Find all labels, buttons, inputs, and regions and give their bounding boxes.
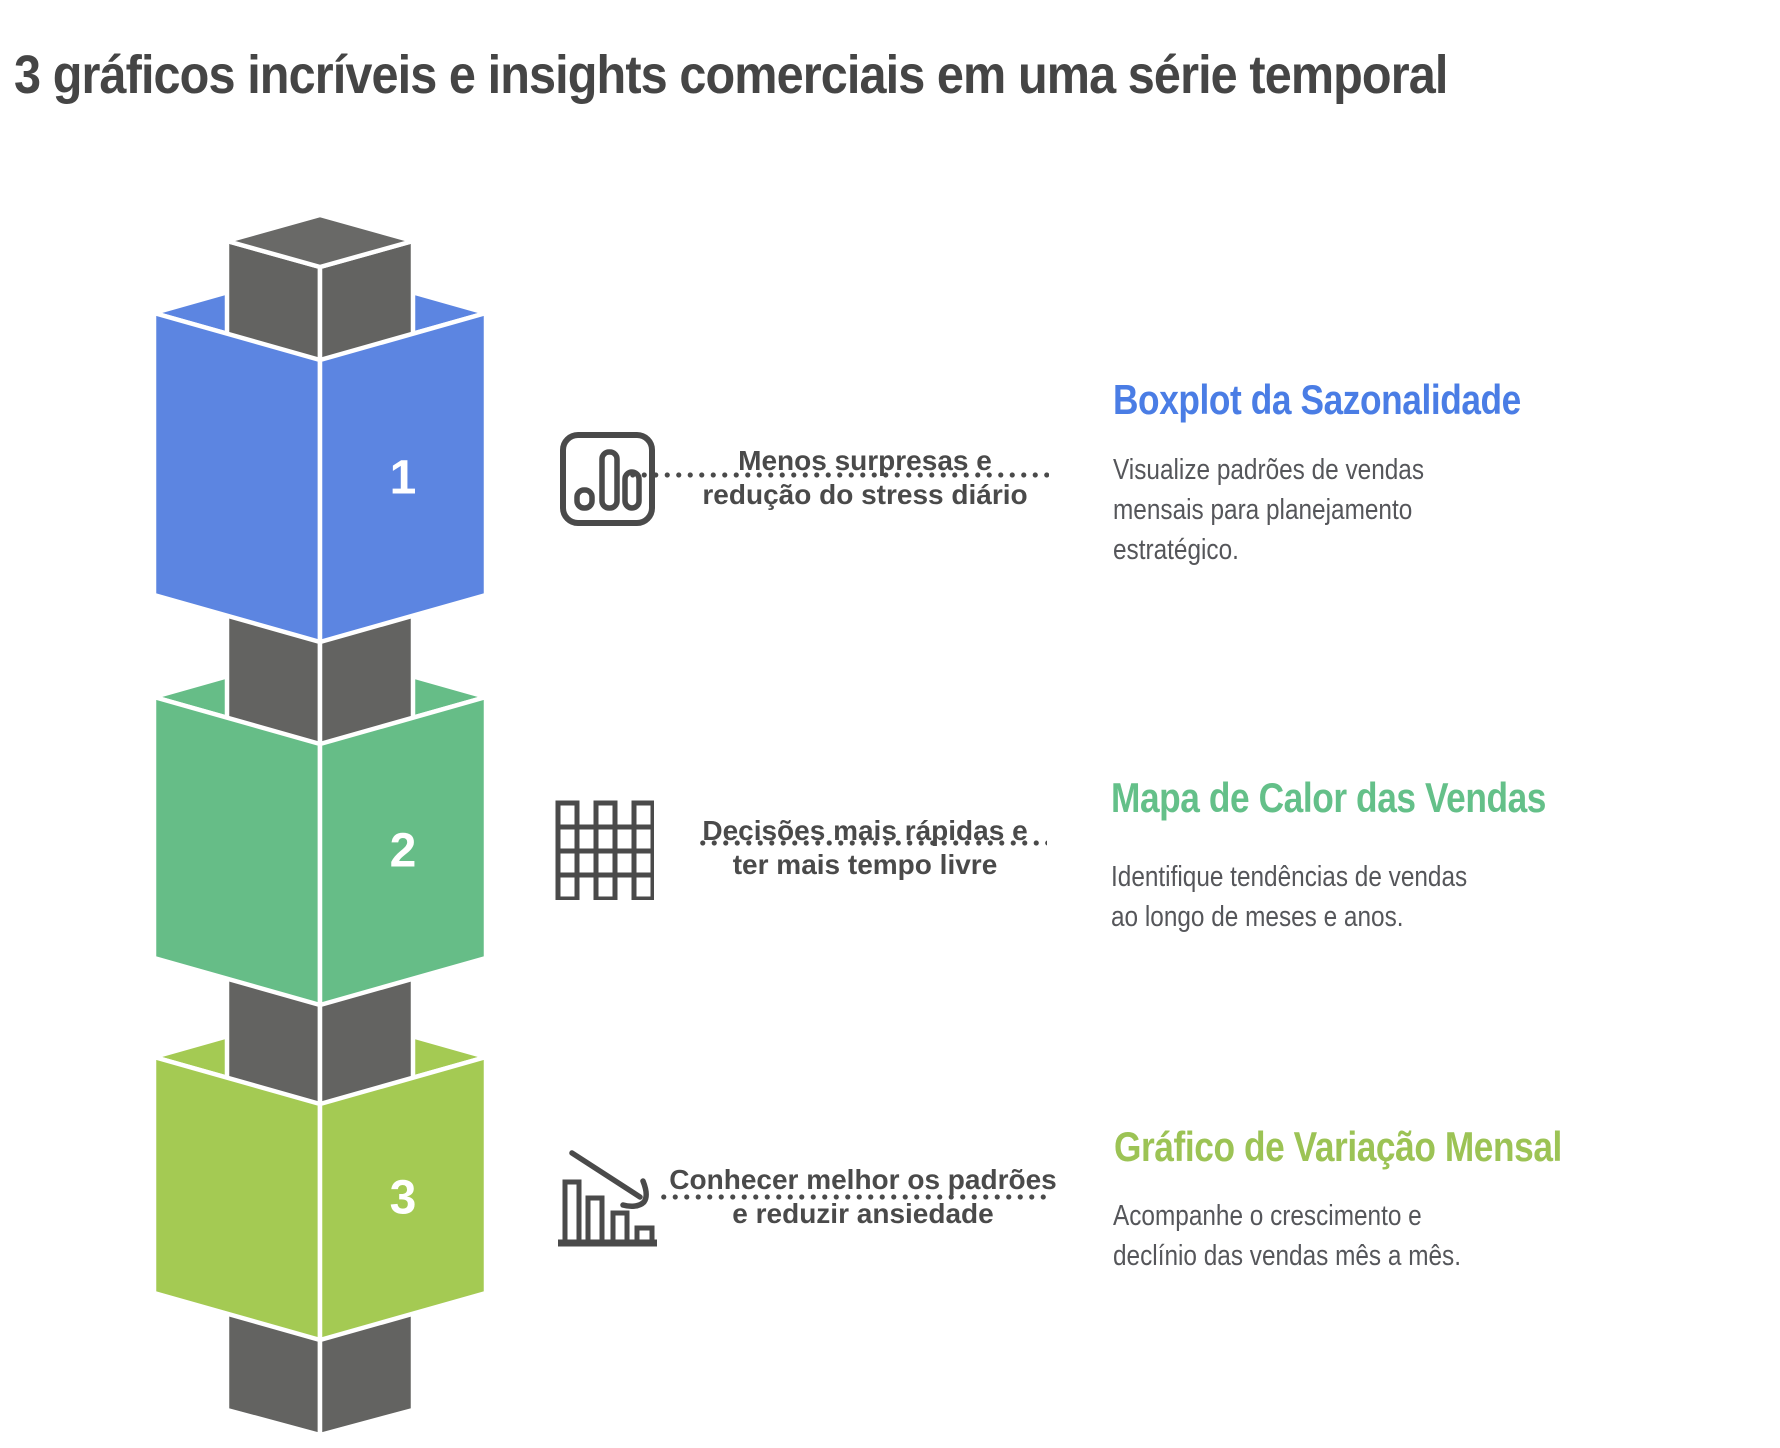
block-3-right-face xyxy=(317,1054,489,1343)
step-1-benefit-text: Menos surpresas e redução do stress diár… xyxy=(702,445,1028,510)
step-1-description: Visualize padrões de vendas mensais para… xyxy=(1113,454,1425,566)
step-3-benefit-text: Conhecer melhor os padrões e reduzir ans… xyxy=(669,1164,1057,1229)
block-2-number: 2 xyxy=(390,825,417,878)
heatmap-grid-icon xyxy=(555,800,654,900)
step-3-heading: Gráfico de Variação Mensal xyxy=(1114,1123,1562,1170)
step-2-dotted-line xyxy=(697,840,1047,846)
step-1-dotted-line xyxy=(627,472,1049,478)
block-1-number: 1 xyxy=(390,452,417,505)
block-3-left-face xyxy=(151,1054,323,1343)
page-title: 3 gráficos incríveis e insights comercia… xyxy=(14,45,1448,106)
pillar-top-face xyxy=(224,212,416,270)
step-2-description: Identifique tendências de vendas ao long… xyxy=(1111,861,1468,933)
step-2-heading: Mapa de Calor das Vendas xyxy=(1111,774,1547,821)
step-1-heading: Boxplot da Sazonalidade xyxy=(1113,376,1521,423)
block-1-left-face xyxy=(151,310,323,645)
block-2-left-face xyxy=(151,694,323,1008)
step-3-dotted-line xyxy=(658,1194,1048,1200)
bar-chart-icon xyxy=(560,432,655,526)
block-2-right-face xyxy=(317,694,489,1008)
step-3-description: Acompanhe o crescimento e declínio das v… xyxy=(1113,1200,1461,1272)
block-1-right-face xyxy=(317,310,489,645)
block-3-number: 3 xyxy=(390,1172,417,1225)
step-2-benefit-text: Decisões mais rápidas e ter mais tempo l… xyxy=(702,815,1028,880)
stacked-blocks-graphic: 1 2 3 xyxy=(151,212,489,1438)
declining-bar-chart-icon xyxy=(558,1150,657,1247)
